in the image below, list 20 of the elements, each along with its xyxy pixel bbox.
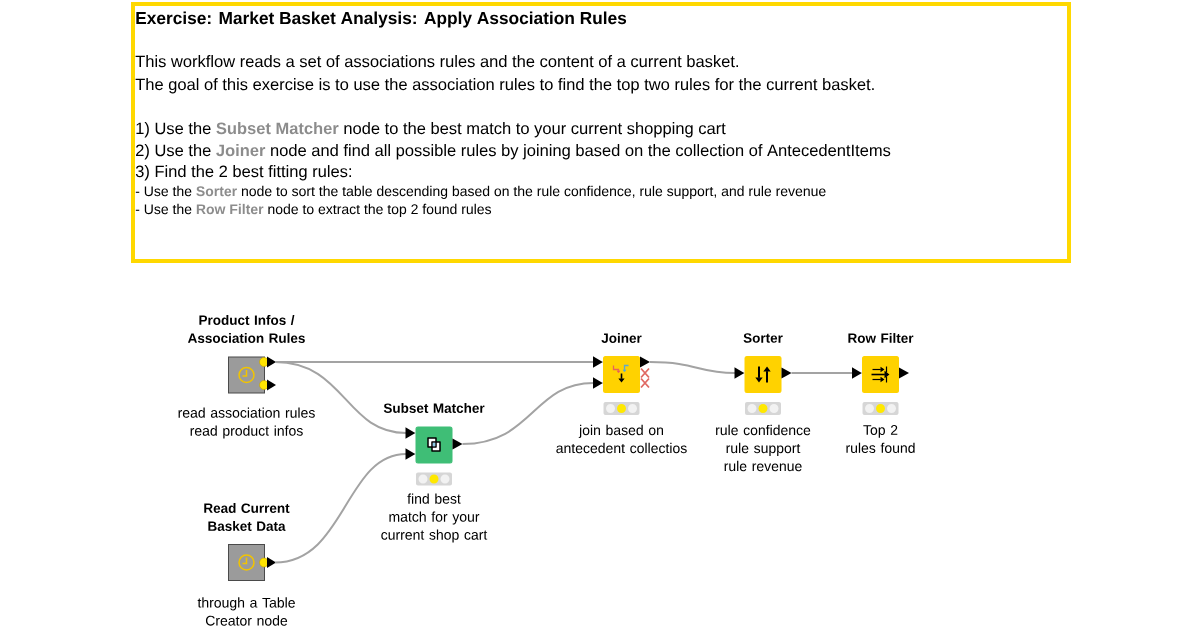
annotation-text: 3) Find the 2 best fitting rules: [135, 165, 351, 181]
node-caption: rule confidence rule support rule revenue [716, 424, 811, 472]
annotation-text: This workflow reads a set of associations rules and the content of a current basket. [135, 55, 738, 68]
node-title: Sorter [743, 333, 783, 343]
node-caption: join based on antecedent collectios [556, 424, 687, 454]
node-caption: find best match for your current shop cart [381, 493, 488, 543]
annotation-heading: Exercise: Market Basket Analysis: Apply Association Rules [136, 11, 627, 28]
annotation-text: 1) Use the Subset Matcher node to the best match to your current shopping cart [136, 122, 726, 138]
node-title: Read Current Basket Data [204, 503, 290, 531]
node-caption: read association rules read product infos [178, 407, 315, 439]
node-caption: through a Table Creator node [197, 597, 295, 626]
node-title: Subset Matcher [383, 403, 485, 413]
annotation-text: 2) Use the Joiner node and find all possible rules by joining based on the collection of AntecedentItems [136, 144, 891, 160]
node-title: Product Infos / Association Rules [187, 315, 305, 343]
node-caption: Top 2 rules found [846, 425, 915, 453]
annotation-text: The goal of this exercise is to use the association rules to find the top two rules for the current basket. [135, 78, 874, 94]
node-title: Joiner [601, 333, 642, 343]
node-title: Row Filter [848, 333, 914, 343]
annotation-text: - Use the Row Filter node to extract the top 2 found rules [135, 203, 492, 217]
annotation-text: - Use the Sorter node to sort the table descending based on the rule confidence, rule support, and rule revenue [135, 185, 826, 199]
